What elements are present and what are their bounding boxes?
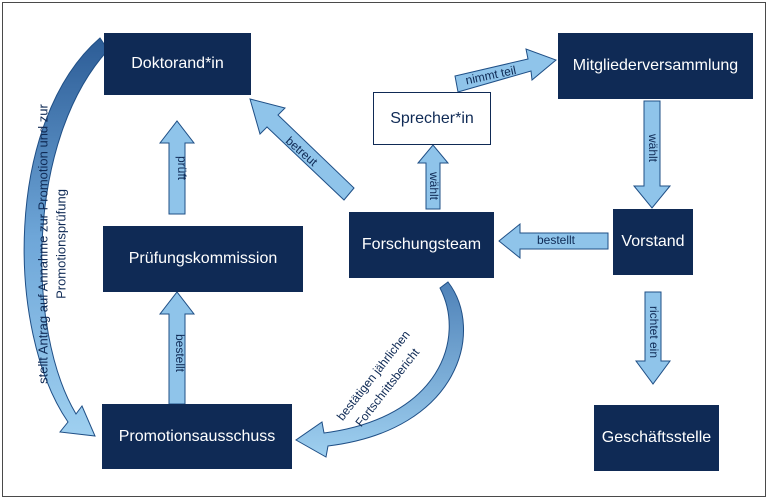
arrow-fortschritt-curve: bestätigen jährlichen Fortschrittsberich… — [295, 281, 465, 458]
node-sprecher: Sprecher*in — [373, 92, 491, 145]
label-waehlt-sprecher: wählt — [427, 171, 441, 201]
node-geschaeftsstelle: Geschäftsstelle — [594, 405, 719, 471]
arrow-richtet-ein: richtet ein — [635, 291, 671, 385]
node-pruefungskommission: Prüfungskommission — [103, 226, 303, 292]
label-prueft: prüft — [175, 156, 189, 181]
node-promotionsausschuss: Promotionsausschuss — [102, 404, 292, 469]
node-vorstand: Vorstand — [613, 209, 693, 275]
arrow-bestellt-pa: bestellt — [158, 291, 196, 405]
label-antrag-line2: Promotionsprüfung — [53, 189, 68, 299]
label-bestellt-pa: bestellt — [173, 334, 187, 373]
label-antrag-line1: stellt Antrag auf Annahme zur Promotion … — [35, 104, 50, 384]
arrow-waehlt-sprecher: wählt — [416, 144, 450, 210]
node-doktorand: Doktorand*in — [104, 33, 251, 95]
arrow-antrag-curve: stellt Antrag auf Annahme zur Promotion … — [23, 37, 109, 437]
arrow-betreut: betreut — [249, 98, 355, 201]
label-waehlt-vorstand: wählt — [646, 133, 660, 163]
arrow-nimmt-teil: nimmt teil — [454, 48, 557, 93]
label-richtet-ein: richtet ein — [647, 306, 661, 358]
arrow-prueft: prüft — [158, 120, 196, 215]
node-mitgliederversammlung: Mitgliederversammlung — [558, 33, 753, 99]
label-bestellt-vorstand: bestellt — [537, 233, 576, 247]
node-forschungsteam: Forschungsteam — [349, 212, 494, 278]
arrow-bestellt-vorstand: bestellt — [498, 222, 609, 260]
arrow-waehlt-vorstand: wählt — [632, 100, 672, 209]
label-nimmt-teil: nimmt teil — [464, 63, 517, 87]
